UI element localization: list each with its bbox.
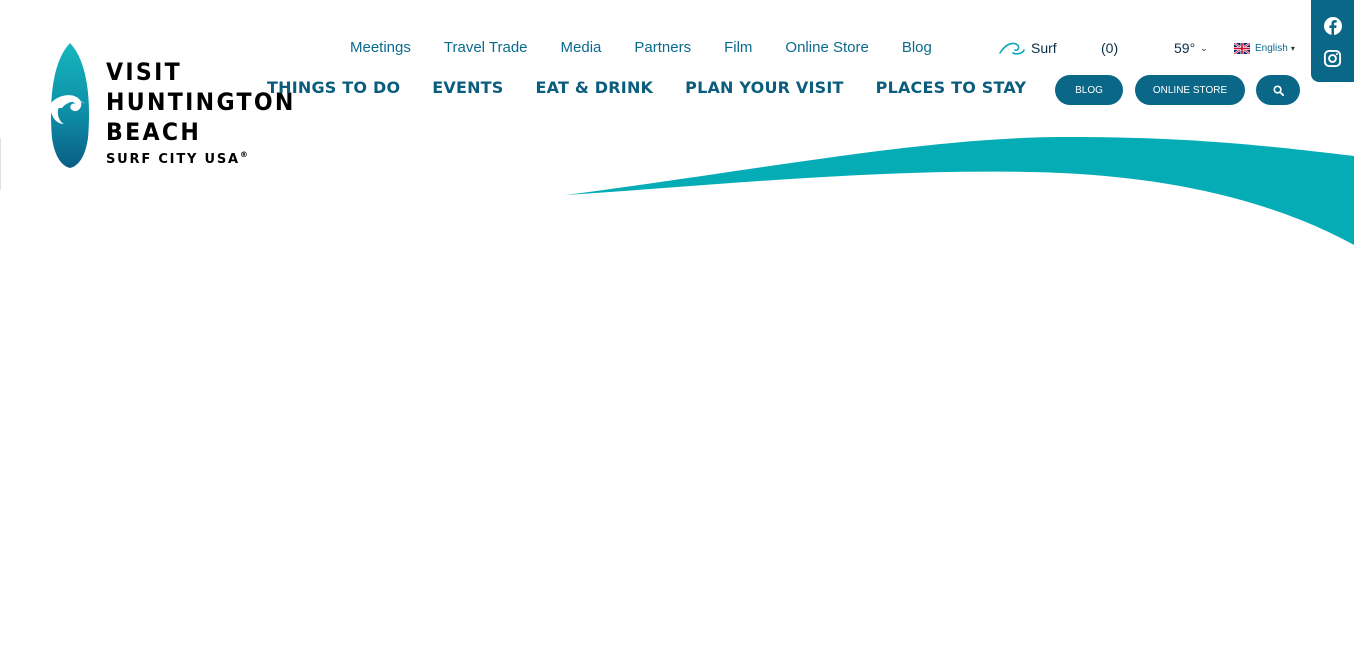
uk-flag-icon — [1234, 43, 1250, 54]
util-link-online-store[interactable]: Online Store — [785, 39, 869, 56]
util-link-film[interactable]: Film — [724, 39, 753, 56]
logo-line-2: HUNTINGTON — [106, 88, 296, 116]
facebook-icon[interactable] — [1323, 16, 1343, 41]
surf-label: Surf — [1031, 40, 1057, 56]
registered-mark: ® — [239, 150, 250, 159]
weather-temp: 59° — [1174, 40, 1196, 56]
left-edge-divider — [0, 138, 1, 190]
utility-nav: Meetings Travel Trade Media Partners Fil… — [350, 39, 965, 56]
logo-tagline: SURF CITY USA® — [106, 150, 312, 167]
cart-count[interactable]: (0) — [1101, 40, 1119, 56]
language-label: English — [1255, 43, 1288, 54]
nav-things-to-do[interactable]: THINGS TO DO — [267, 78, 401, 97]
main-nav: THINGS TO DO EVENTS EAT & DRINK PLAN YOU… — [267, 78, 1058, 97]
util-link-partners[interactable]: Partners — [634, 39, 692, 56]
logo-tagline-text: SURF CITY USA — [106, 152, 240, 167]
logo-line-3: BEACH — [106, 118, 202, 146]
chevron-down-icon: ⌄ — [1200, 42, 1208, 53]
util-link-meetings[interactable]: Meetings — [350, 39, 411, 56]
logo-wordmark: VISIT HUNTINGTON BEACH SURF CITY USA® — [106, 57, 312, 167]
wave-icon — [999, 42, 1025, 55]
language-selector[interactable]: English ▾ — [1234, 43, 1295, 54]
util-link-media[interactable]: Media — [560, 39, 602, 56]
social-sidebar — [1311, 0, 1354, 82]
blog-button[interactable]: BLOG — [1055, 75, 1123, 105]
util-link-travel-trade[interactable]: Travel Trade — [443, 39, 528, 56]
instagram-icon[interactable] — [1323, 49, 1342, 73]
weather-widget[interactable]: 59° ⌄ — [1174, 40, 1208, 56]
search-button[interactable] — [1256, 75, 1300, 105]
search-icon — [1272, 84, 1284, 96]
nav-eat-drink[interactable]: EAT & DRINK — [535, 78, 654, 97]
surfboard-logo-icon — [50, 43, 90, 168]
online-store-button[interactable]: ONLINE STORE — [1135, 75, 1245, 105]
util-link-blog[interactable]: Blog — [901, 39, 932, 56]
site-header: VISIT HUNTINGTON BEACH SURF CITY USA® Me… — [0, 0, 1366, 260]
nav-events[interactable]: EVENTS — [432, 78, 504, 97]
caret-down-icon: ▾ — [1290, 44, 1295, 53]
site-logo[interactable]: VISIT HUNTINGTON BEACH SURF CITY USA® — [48, 42, 293, 170]
nav-places-to-stay[interactable]: PLACES TO STAY — [875, 78, 1027, 97]
decorative-wave — [565, 136, 1354, 245]
logo-line-1: VISIT — [106, 58, 182, 86]
surf-report-link[interactable]: Surf — [999, 40, 1057, 56]
nav-plan-your-visit[interactable]: PLAN YOUR VISIT — [685, 78, 844, 97]
